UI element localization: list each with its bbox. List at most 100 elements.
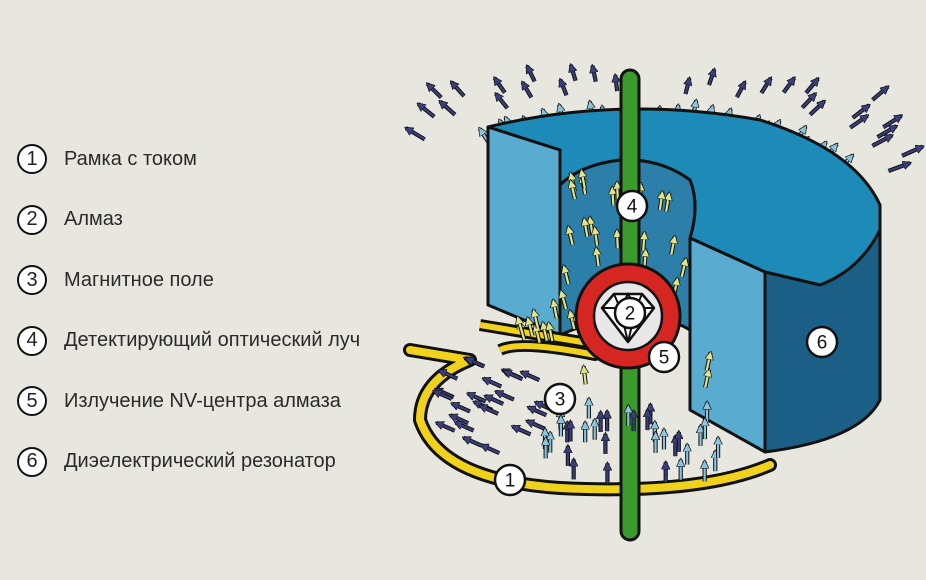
field-arrow xyxy=(617,230,618,249)
legend-label: Рамка с током xyxy=(64,147,197,170)
field-arrow xyxy=(549,323,553,342)
svg-text:6: 6 xyxy=(817,333,828,354)
field-arrow xyxy=(805,79,818,94)
legend-item-magnetic-field: 3 Магнитное поле xyxy=(17,262,360,298)
field-arrow xyxy=(735,82,745,98)
field-arrow xyxy=(571,65,576,82)
field-arrow xyxy=(434,391,453,401)
field-arrow xyxy=(871,87,887,101)
svg-text:3: 3 xyxy=(555,390,566,411)
field-arrow xyxy=(617,182,618,201)
legend-label: Диэелектрический резонатор xyxy=(64,450,336,472)
field-arrow xyxy=(560,80,568,96)
legend-label: Излучение NV-центра алмаза xyxy=(64,389,341,412)
marker-3: 3 xyxy=(543,382,577,416)
field-arrow xyxy=(496,94,509,109)
field-arrow xyxy=(809,101,824,116)
field-arrow xyxy=(682,259,686,278)
marker-6: 6 xyxy=(805,325,839,359)
field-arrow xyxy=(584,219,587,237)
field-arrow xyxy=(643,233,644,251)
field-arrow xyxy=(709,69,714,86)
legend-item-diamond: 2 Алмаз xyxy=(17,202,360,238)
field-arrow xyxy=(707,353,711,371)
field-arrow xyxy=(596,248,598,267)
field-arrow xyxy=(406,128,426,141)
legend-item-optical-beam: 4 Детектирующий оптический луч xyxy=(17,323,360,359)
field-arrow xyxy=(543,323,547,342)
field-arrow xyxy=(882,116,901,129)
field-arrow xyxy=(888,163,910,173)
legend-item-nv-emission: 5 Излучение NV-центра алмаза xyxy=(17,383,360,419)
field-arrow xyxy=(612,187,613,206)
magnetic-field-lines-front xyxy=(434,300,718,484)
svg-text:2: 2 xyxy=(625,304,636,325)
svg-text:4: 4 xyxy=(627,197,638,218)
field-arrow xyxy=(851,105,869,119)
field-arrow xyxy=(485,396,504,405)
field-arrow xyxy=(513,426,532,436)
field-arrow xyxy=(451,82,465,97)
marker-1: 1 xyxy=(493,463,527,497)
field-arrow xyxy=(527,421,546,430)
field-arrow xyxy=(528,318,533,337)
field-arrow xyxy=(440,101,456,116)
field-arrow xyxy=(527,66,536,82)
field-arrow xyxy=(495,78,506,94)
legend-label: Алмаз xyxy=(64,208,123,230)
svg-text:1: 1 xyxy=(505,471,516,492)
field-arrow xyxy=(571,181,575,200)
resonator-right-cut-face xyxy=(688,236,767,454)
field-arrow xyxy=(522,82,533,99)
field-arrow xyxy=(466,358,485,368)
field-arrow xyxy=(427,84,443,99)
legend-number: 6 xyxy=(17,446,47,477)
field-arrow xyxy=(782,78,795,94)
field-arrow xyxy=(871,135,892,147)
field-arrow xyxy=(901,147,923,157)
field-arrow xyxy=(518,317,525,336)
field-arrow xyxy=(564,266,569,285)
field-arrow xyxy=(437,423,456,432)
resonator-left-cut-face xyxy=(486,125,562,337)
legend-label: Магнитное поле xyxy=(64,268,214,291)
legend-item-resonator: 6 Диэелектрический резонатор xyxy=(17,444,360,480)
field-arrow xyxy=(480,406,499,415)
field-arrow xyxy=(553,300,557,319)
field-arrow xyxy=(660,192,663,211)
field-arrow xyxy=(468,394,487,403)
field-arrow xyxy=(483,379,502,388)
field-arrow xyxy=(671,237,674,255)
field-arrow xyxy=(615,75,617,92)
field-arrow xyxy=(666,193,669,212)
field-arrow xyxy=(705,370,709,388)
field-arrow xyxy=(452,403,471,413)
legend-label: Детектирующий оптический луч xyxy=(64,329,361,351)
marker-5: 5 xyxy=(647,340,681,374)
field-arrow xyxy=(686,78,690,95)
field-arrow xyxy=(760,78,770,94)
field-arrow xyxy=(496,392,515,401)
legend-number: 3 xyxy=(17,265,47,295)
field-arrow xyxy=(439,371,458,380)
field-arrow xyxy=(521,372,540,382)
field-arrow xyxy=(876,126,896,139)
field-arrow xyxy=(570,311,574,330)
svg-text:5: 5 xyxy=(659,348,670,369)
field-arrow xyxy=(533,310,538,329)
field-arrow xyxy=(584,366,586,385)
legend: 1 Рамка с током 2 Алмаз 3 Магнитное поле… xyxy=(17,141,360,504)
marker-4: 4 xyxy=(615,189,649,223)
legend-number: 1 xyxy=(17,144,47,174)
field-arrow xyxy=(418,104,435,118)
legend-number: 2 xyxy=(17,204,47,235)
field-arrow xyxy=(581,170,584,189)
field-arrow xyxy=(481,445,500,455)
field-arrow xyxy=(801,94,815,109)
legend-item-current-loop: 1 Рамка с током xyxy=(17,141,360,177)
legend-number: 4 xyxy=(17,325,47,356)
field-arrow xyxy=(849,116,867,129)
field-arrow xyxy=(450,415,469,425)
marker-2: 2 xyxy=(613,296,647,330)
